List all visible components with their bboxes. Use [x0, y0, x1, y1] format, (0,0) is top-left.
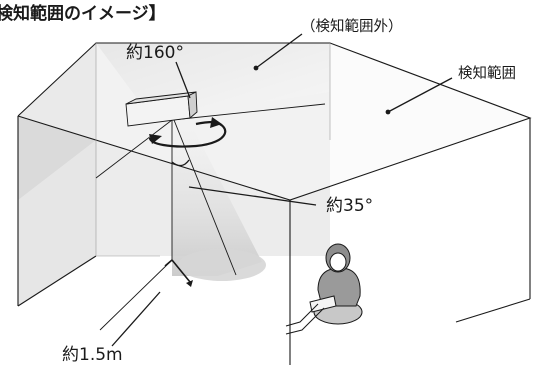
height-marker [164, 259, 193, 287]
floor [18, 256, 530, 365]
rotation-arrow-icon [148, 117, 227, 148]
leader-lines [111, 33, 453, 347]
ceiling [18, 43, 530, 200]
vertical-angle-arc [171, 159, 190, 167]
horizontal-angle-label: 約160° [126, 43, 184, 63]
room-edges [17, 42, 532, 365]
diagram-title: 検知範囲のイメージ】 [0, 3, 166, 24]
detection-cone [172, 122, 262, 276]
vertical-angle-label: 約35° [326, 196, 373, 216]
leader-dots [253, 65, 391, 115]
left-wall-cut [18, 140, 96, 306]
install-height-label: 約1.5m [62, 345, 123, 365]
floor-spot [178, 249, 266, 281]
outside-range-label: （検知範囲外） [301, 17, 403, 35]
detection-range-label: 検知範囲 [458, 64, 516, 82]
seated-woman-reading-icon [285, 243, 363, 335]
air-conditioner-sensor-icon [125, 91, 198, 127]
horizontal-range-lines [95, 103, 326, 179]
